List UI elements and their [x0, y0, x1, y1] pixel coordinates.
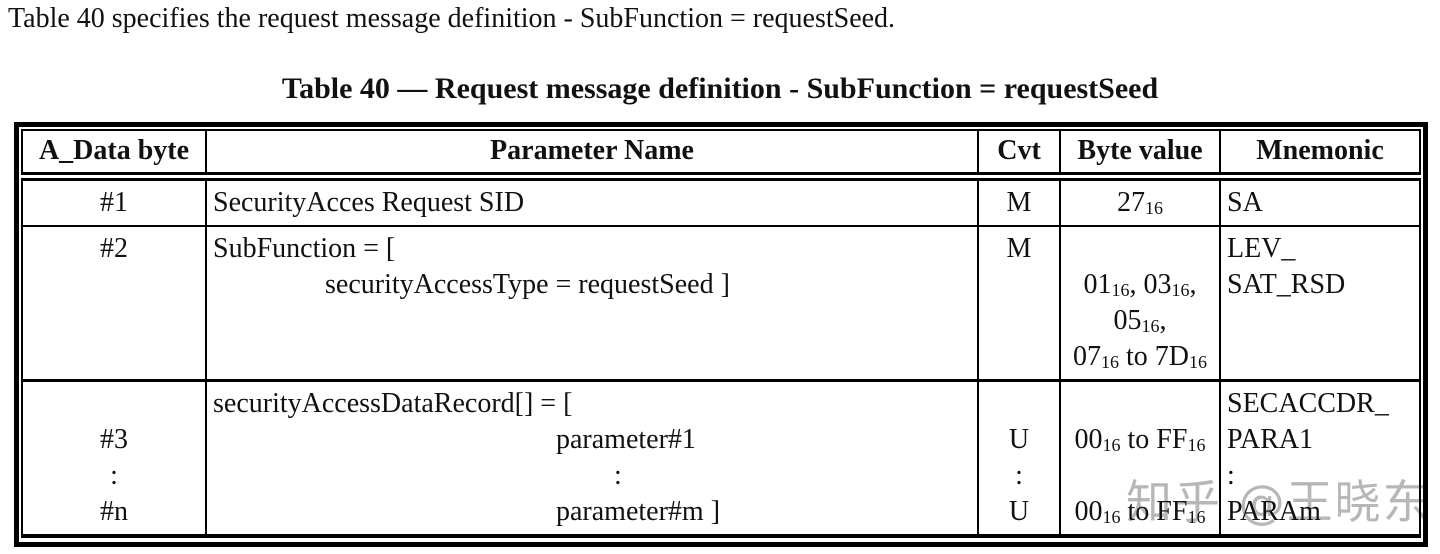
cell-line: parameter#1 — [556, 423, 696, 455]
table-row: #1 SecurityAcces Request SID M 2716 SA — [21, 175, 1421, 227]
cell-line: 0016 to FF16 — [1074, 495, 1206, 527]
cell-line: : — [110, 459, 118, 491]
cell-line: #3 — [100, 423, 128, 455]
cell-line — [1067, 386, 1213, 422]
cell-data-byte: #2 — [21, 224, 207, 382]
cell-line: 0716 to 7D16 — [1073, 340, 1207, 372]
intro-text: Table 40 specifies the request message d… — [8, 3, 896, 34]
cell-data-byte: #1 — [21, 175, 207, 227]
column-header-byte-value: Byte value — [1059, 129, 1221, 181]
cell-cvt: M — [977, 224, 1061, 382]
cell-line: : — [1227, 459, 1235, 491]
cell-mnemonic: SECACCDR_ PARA1: PARAm — [1219, 379, 1421, 538]
cell-line: 0516, — [1113, 304, 1167, 336]
cell-byte-value: 2716 — [1059, 175, 1221, 227]
cell-line: #n — [100, 495, 128, 527]
cell-line: : — [614, 459, 622, 491]
cell-line: #1 — [100, 186, 128, 218]
cell-byte-value: 0116, 0316, 0516, 0716 to 7D16 — [1059, 224, 1221, 382]
column-header-parameter-name: Parameter Name — [205, 129, 979, 181]
cell-parameter: securityAccessDataRecord[] = [ parameter#… — [205, 379, 979, 538]
cell-cvt: U: U — [977, 379, 1061, 538]
cell-line: SubFunction = [ — [213, 232, 396, 264]
table-row: #3: #n securityAccessDataRecord[] = [ param… — [21, 379, 1421, 538]
cell-line: parameter#m ] — [556, 495, 721, 527]
cell-line: PARAm — [1227, 495, 1321, 527]
cell-mnemonic: SA — [1219, 175, 1421, 227]
cell-parameter: SubFunction = [ securityAccessType = requ… — [205, 224, 979, 382]
cell-line: U — [1008, 423, 1030, 455]
cell-mnemonic: LEV_ SAT_RSD — [1219, 224, 1421, 382]
spec-table: A_Data byte Parameter Name Cvt Byte valu… — [21, 129, 1421, 538]
spec-table-container: A_Data byte Parameter Name Cvt Byte valu… — [14, 122, 1428, 547]
table-row: #2 SubFunction = [ securityAccessType = re… — [21, 224, 1421, 382]
cell-line: SecurityAcces Request SID — [213, 186, 525, 218]
header-row: A_Data byte Parameter Name Cvt Byte valu… — [21, 129, 1421, 181]
cell-line: SECACCDR_ — [1227, 387, 1389, 419]
cell-line — [29, 386, 199, 422]
column-header-cvt: Cvt — [977, 129, 1061, 181]
cell-line: SA — [1227, 186, 1263, 218]
cell-line — [985, 386, 1053, 422]
cell-line: securityAccessType = requestSeed ] — [325, 268, 730, 300]
cell-line — [1067, 458, 1213, 494]
cell-data-byte: #3: #n — [21, 379, 207, 538]
cell-line: 0116, 0316, — [1083, 268, 1197, 300]
cell-line: PARA1 — [1227, 423, 1314, 455]
table-title: Table 40 — Request message definition - … — [281, 72, 1159, 105]
cell-line: 0016 to FF16 — [1074, 423, 1206, 455]
cell-parameter: SecurityAcces Request SID — [205, 175, 979, 227]
cell-line: U — [1008, 495, 1030, 527]
cell-line — [1067, 231, 1213, 267]
cell-line: M — [1006, 232, 1032, 264]
cell-cvt: M — [977, 175, 1061, 227]
cell-line: LEV_ — [1227, 232, 1296, 264]
cell-byte-value: 0016 to FF16 0016 to FF16 — [1059, 379, 1221, 538]
column-header-mnemonic: Mnemonic — [1219, 129, 1421, 181]
cell-line: securityAccessDataRecord[] = [ — [213, 387, 573, 419]
cell-line: M — [1006, 186, 1032, 218]
cell-line: 2716 — [1117, 186, 1163, 218]
cell-line: : — [1015, 459, 1023, 491]
cell-line: SAT_RSD — [1227, 268, 1346, 300]
cell-line: #2 — [100, 232, 128, 264]
column-header-a-data-byte: A_Data byte — [21, 129, 207, 181]
